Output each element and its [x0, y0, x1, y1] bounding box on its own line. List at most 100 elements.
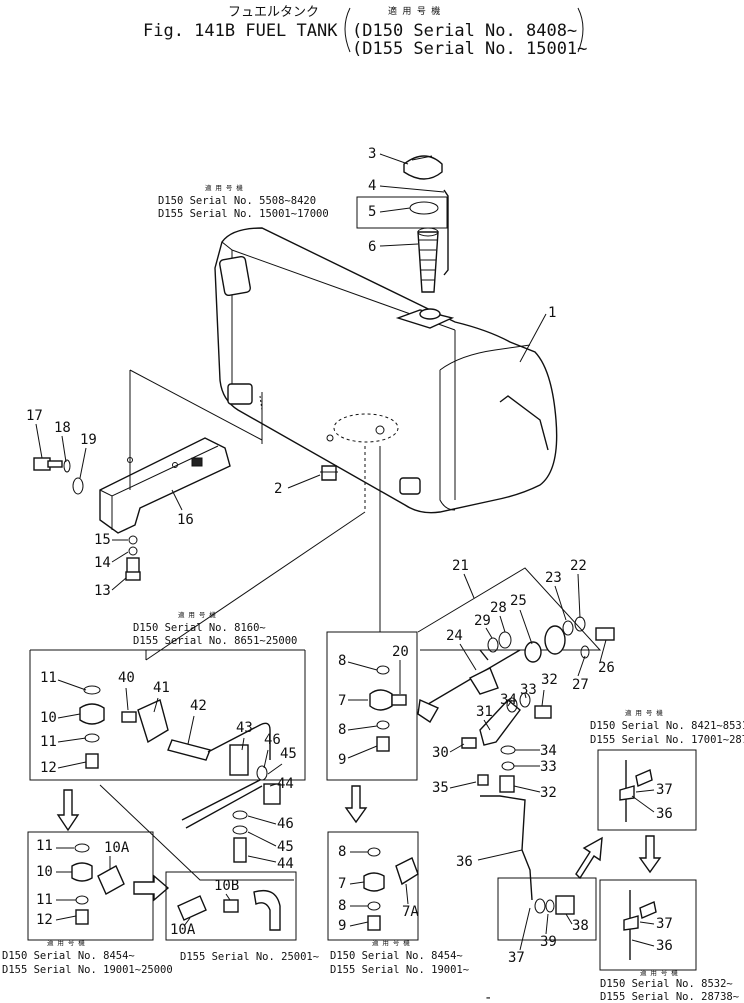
bottom-box-3	[327, 831, 419, 941]
bottom-box-2-parts	[177, 889, 281, 931]
callout-label: 5	[368, 204, 376, 220]
bottom-box-1-parts	[71, 843, 125, 925]
note-right: 適 用 号 機 D150 Serial No. 8421~8531 D155 S…	[590, 708, 744, 746]
leader	[99, 784, 294, 881]
callout-label: 15	[94, 532, 111, 548]
svg-text:適 用 号 機: 適 用 号 機	[625, 708, 663, 717]
filler-parts	[403, 155, 449, 293]
callout-label: 36	[656, 806, 673, 822]
callout-label: 32	[541, 672, 558, 688]
note-line: D155 Serial No. 17001~28737	[590, 734, 744, 746]
left-assembly-parts	[79, 685, 281, 863]
center-assembly-parts	[369, 665, 407, 752]
callout-label: 19	[80, 432, 97, 448]
note-line: D150 Serial No. 8454~	[330, 950, 463, 962]
arrow-down-center-icon	[344, 785, 368, 824]
callout-label: 32	[540, 785, 557, 801]
callout-label: 7	[338, 876, 346, 892]
callout-label: 36	[456, 854, 473, 870]
callout-label: 46	[277, 816, 294, 832]
callout-label: 25	[510, 593, 527, 609]
callout-label: 7A	[402, 904, 419, 920]
callout-label: 29	[474, 613, 491, 629]
arrow-diagonal-icon	[575, 836, 603, 880]
callout-label: 43	[236, 720, 253, 736]
note-line: D155 Serial No. 25001~	[180, 951, 319, 963]
callout-label: 4	[368, 178, 376, 194]
callout-label: 35	[432, 780, 449, 796]
svg-text:適 用 号 機: 適 用 号 機	[178, 610, 216, 619]
callout-label: 17	[26, 408, 43, 424]
callout-label: 9	[338, 752, 346, 768]
callout-label: 18	[54, 420, 71, 436]
callout-label: 12	[36, 912, 53, 928]
callout-label: 37	[656, 916, 673, 932]
detail-box-36	[597, 749, 697, 831]
note-b4: 適 用 号 機 D150 Serial No. 8532~ D155 Seria…	[600, 968, 739, 1003]
callout-label: 7	[338, 693, 346, 709]
callout-label: 8	[338, 898, 346, 914]
note-line: D155 Serial No. 19001~	[330, 964, 469, 976]
callout-labels: 1 2 3 4 5 6 7 8 8 9 10 11 11 12 13 14 15…	[26, 146, 673, 966]
callout-label: 37	[656, 782, 673, 798]
callout-label: 38	[572, 918, 589, 934]
right-assembly-parts	[417, 616, 615, 901]
callout-label: 2	[274, 481, 282, 497]
bottom-box-5	[599, 879, 697, 971]
callout-label: 33	[520, 682, 537, 698]
callout-label: 1	[548, 305, 556, 321]
callout-label: 46	[264, 732, 281, 748]
applicability-line-1: (D150 Serial No. 8408~	[352, 21, 577, 41]
bottom-box-4-parts	[534, 895, 575, 915]
bolt-set-17	[33, 457, 141, 581]
callout-label: 8	[338, 653, 346, 669]
callout-label: 11	[40, 670, 57, 686]
bottom-box-5-parts	[623, 890, 657, 960]
callout-label: 30	[432, 745, 449, 761]
callout-label: 42	[190, 698, 207, 714]
callout-label: 20	[392, 644, 409, 660]
footer-mark: -	[484, 990, 492, 1003]
callout-label: 45	[277, 839, 294, 855]
note-line: D150 Serial No. 8160~	[133, 622, 266, 634]
callout-label: 34	[500, 692, 517, 708]
callout-label: 11	[36, 892, 53, 908]
callout-label: 34	[540, 743, 557, 759]
callout-label: 36	[656, 938, 673, 954]
callout-label: 12	[40, 760, 57, 776]
callout-label: 23	[545, 570, 562, 586]
svg-text:適 用 号 機: 適 用 号 機	[640, 968, 678, 977]
note-line: D155 Serial No. 8651~25000	[133, 635, 297, 647]
callout-label: 3	[368, 146, 376, 162]
fuel-tank	[214, 227, 558, 514]
callout-label: 8	[338, 844, 346, 860]
callout-label: 11	[36, 838, 53, 854]
note-line: D150 Serial No. 5508~8420	[158, 195, 316, 207]
svg-text:適 用 号 機: 適 用 号 機	[205, 183, 243, 192]
applicable-label: 適 用 号 機	[388, 5, 440, 17]
bottom-box-3-parts	[363, 847, 419, 931]
callout-label: 10B	[214, 878, 239, 894]
callout-label: 41	[153, 680, 170, 696]
callout-label: 44	[277, 856, 294, 872]
item-5-box	[356, 196, 448, 229]
drain-plug	[320, 465, 338, 481]
svg-text:適 用 号 機: 適 用 号 機	[47, 938, 85, 947]
callout-label: 39	[540, 934, 557, 950]
left-assembly-box	[29, 649, 306, 781]
note-b2: D155 Serial No. 25001~	[180, 951, 319, 963]
note-item-5: 適 用 号 機 D150 Serial No. 5508~8420 D155 S…	[158, 183, 329, 220]
callout-label: 24	[446, 628, 463, 644]
callout-label: 27	[572, 677, 589, 693]
callout-label: 45	[280, 746, 297, 762]
svg-text:適 用 号 機: 適 用 号 機	[372, 938, 410, 947]
arrow-right-icon	[133, 874, 170, 902]
callout-label: 22	[570, 558, 587, 574]
note-line: D150 Serial No. 8532~	[600, 978, 733, 990]
callout-label: 10	[36, 864, 53, 880]
note-line: D155 Serial No. 28738~	[600, 991, 739, 1003]
callout-label: 8	[338, 722, 346, 738]
callout-label: 9	[338, 918, 346, 934]
